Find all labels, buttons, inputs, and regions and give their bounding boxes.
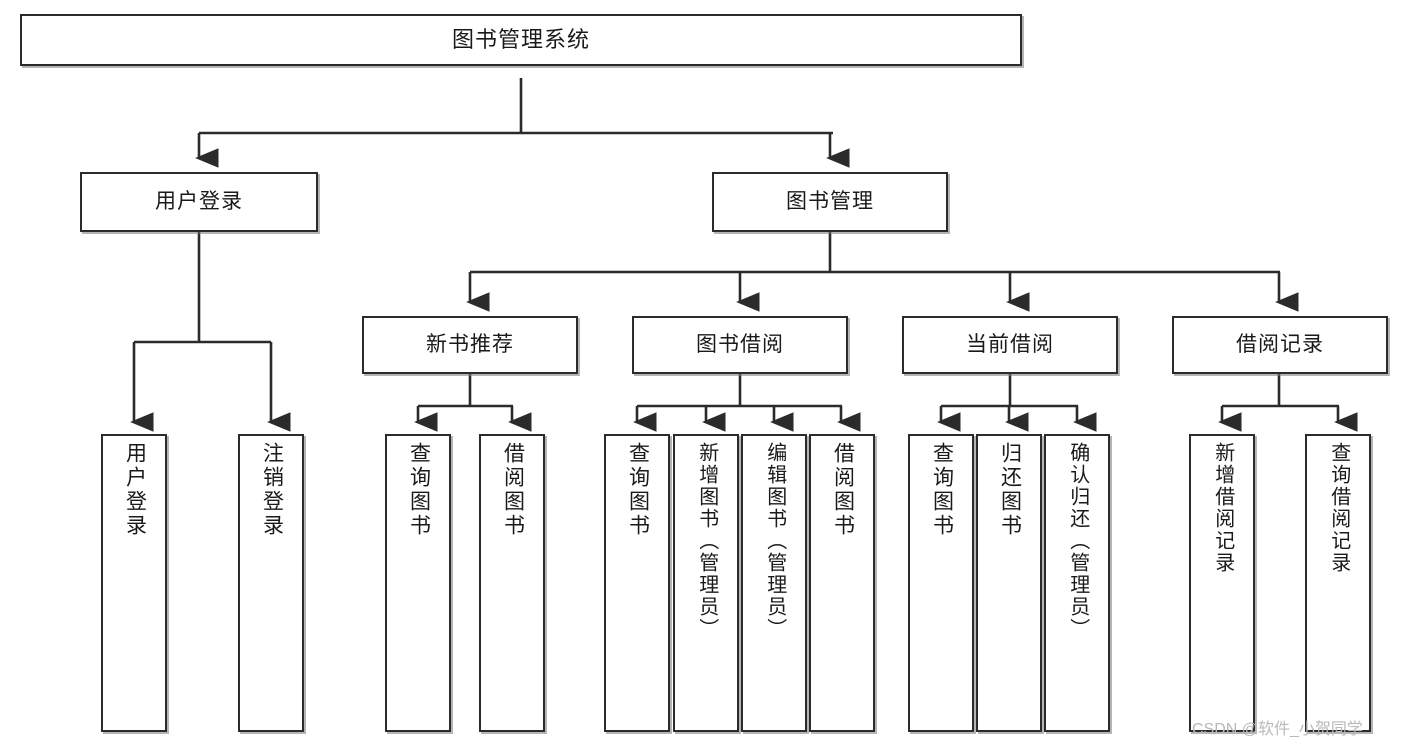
node-root[interactable]: 图书管理系统 xyxy=(20,14,1022,66)
node-leaf-add-record[interactable]: 新增借阅记录 xyxy=(1189,434,1255,732)
node-book-borrow[interactable]: 图书借阅 xyxy=(632,316,848,374)
node-leaf-edit-book[interactable]: 编辑图书（管理员） xyxy=(741,434,807,732)
node-leaf-query-book-3-label: 查询图书 xyxy=(930,442,954,538)
node-leaf-confirm-return[interactable]: 确认归还（管理员） xyxy=(1044,434,1110,732)
node-leaf-add-record-label: 新增借阅记录 xyxy=(1211,442,1234,574)
node-new-book-recommend-label: 新书推荐 xyxy=(426,333,514,357)
node-leaf-user-login-label: 用户登录 xyxy=(123,442,147,538)
node-book-borrow-label: 图书借阅 xyxy=(696,333,784,357)
watermark: CSDN @软件_小贺同学 xyxy=(1192,721,1363,738)
node-leaf-logout-login-label: 注销登录 xyxy=(260,442,284,538)
node-leaf-edit-book-label: 编辑图书（管理员） xyxy=(763,442,786,640)
node-borrow-record-label: 借阅记录 xyxy=(1236,333,1324,357)
node-leaf-query-book-1-label: 查询图书 xyxy=(407,442,431,538)
node-leaf-add-book[interactable]: 新增图书（管理员） xyxy=(673,434,739,732)
node-leaf-query-record-label: 查询借阅记录 xyxy=(1327,442,1350,574)
node-user-login-label: 用户登录 xyxy=(155,190,243,214)
node-borrow-record[interactable]: 借阅记录 xyxy=(1172,316,1388,374)
node-leaf-confirm-return-label: 确认归还（管理员） xyxy=(1066,442,1089,640)
node-leaf-borrow-book-2-label: 借阅图书 xyxy=(831,442,855,538)
node-current-borrow-label: 当前借阅 xyxy=(966,333,1054,357)
node-book-management-label: 图书管理 xyxy=(786,190,874,214)
node-current-borrow[interactable]: 当前借阅 xyxy=(902,316,1118,374)
node-leaf-add-book-label: 新增图书（管理员） xyxy=(695,442,718,640)
node-leaf-borrow-book-2[interactable]: 借阅图书 xyxy=(809,434,875,732)
node-leaf-logout-login[interactable]: 注销登录 xyxy=(238,434,304,732)
node-leaf-query-book-2[interactable]: 查询图书 xyxy=(604,434,670,732)
node-leaf-borrow-book-1-label: 借阅图书 xyxy=(501,442,525,538)
node-leaf-borrow-book-1[interactable]: 借阅图书 xyxy=(479,434,545,732)
node-root-label: 图书管理系统 xyxy=(451,26,590,52)
node-leaf-query-book-3[interactable]: 查询图书 xyxy=(908,434,974,732)
node-book-management[interactable]: 图书管理 xyxy=(712,172,948,232)
node-user-login[interactable]: 用户登录 xyxy=(80,172,318,232)
node-leaf-query-book-2-label: 查询图书 xyxy=(626,442,650,538)
node-leaf-user-login[interactable]: 用户登录 xyxy=(101,434,167,732)
node-leaf-query-book-1[interactable]: 查询图书 xyxy=(385,434,451,732)
node-leaf-return-book[interactable]: 归还图书 xyxy=(976,434,1042,732)
node-new-book-recommend[interactable]: 新书推荐 xyxy=(362,316,578,374)
node-leaf-return-book-label: 归还图书 xyxy=(998,442,1022,538)
node-leaf-query-record[interactable]: 查询借阅记录 xyxy=(1305,434,1371,732)
